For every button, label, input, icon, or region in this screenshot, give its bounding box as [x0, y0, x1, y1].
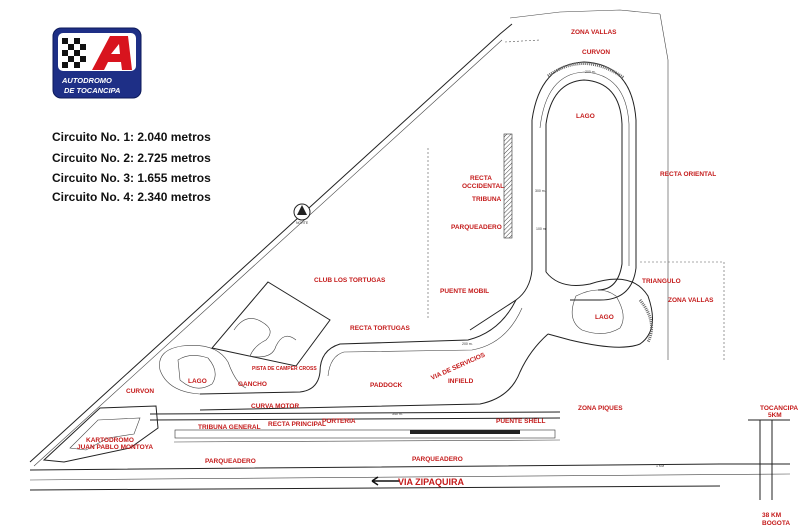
label-recta-tortugas: RECTA TORTUGAS	[350, 325, 410, 332]
logo-line1: AUTODROMO	[61, 76, 112, 85]
label-zona-vallas-right: ZONA VALLAS	[668, 297, 714, 304]
label-puente-shell: PUENTE SHELL	[496, 418, 546, 425]
label-recta-principal: RECTA PRINCIPAL	[268, 421, 326, 428]
circuit-list: Circuito No. 1: 2.040 metros Circuito No…	[52, 130, 211, 204]
west-straight	[469, 120, 547, 331]
main-straight	[149, 411, 561, 443]
marker-340m: 340 m.	[392, 412, 403, 416]
label-recta-oriental: RECTA ORIENTAL	[660, 171, 716, 178]
label-lago-right: LAGO	[595, 314, 614, 321]
circuit-2-name: Circuito No. 2:	[52, 151, 134, 165]
label-recta-occidental-2: OCCIDENTAL	[462, 183, 504, 190]
letter-a-icon	[92, 36, 132, 70]
tribuna-stand	[503, 133, 513, 239]
curvon-wall	[547, 62, 625, 80]
svg-text:Circuito No. 4: 2.340 metros: Circuito No. 4: 2.340 metros	[52, 190, 211, 204]
marker-300m: 300 m.	[535, 189, 546, 193]
circuit-4-length: 2.340 metros	[137, 190, 211, 204]
label-zona-vallas-top: ZONA VALLAS	[571, 29, 617, 36]
label-lago-left: LAGO	[188, 378, 207, 385]
circuit-1-length: 2.040 metros	[137, 130, 211, 144]
label-curvon-top: CURVON	[582, 49, 610, 56]
label-parqueadero-left: PARQUEADERO	[205, 458, 256, 465]
label-tocancipa-2: 5KM	[768, 412, 782, 419]
north-arrow-icon: NORTE	[293, 203, 311, 225]
label-tribuna-general: TRIBUNA GENERAL	[198, 424, 261, 431]
svg-text:NORTE: NORTE	[296, 221, 309, 225]
label-bogota-2: BOGOTA	[762, 520, 790, 527]
label-tribuna: TRIBUNA	[472, 196, 502, 203]
label-lago-top: LAGO	[576, 113, 595, 120]
direction-arrow-icon	[371, 476, 400, 486]
label-pista-cross: PISTA DE CAMPER CROSS	[252, 366, 317, 372]
marker-100m: 100 m.	[536, 227, 547, 231]
marker-1km: 1 KM	[656, 464, 664, 468]
label-zona-piques: ZONA PIQUES	[578, 405, 623, 412]
label-parqueadero-top: PARQUEADERO	[451, 224, 502, 231]
label-parqueadero-mid: PARQUEADERO	[412, 456, 463, 463]
property-boundary	[29, 9, 725, 467]
svg-text:Circuito No. 2: 2.725 metros: Circuito No. 2: 2.725 metros	[52, 151, 211, 165]
camper-cross-track	[211, 281, 331, 367]
svg-text:Circuito No. 3: 1.655 metros: Circuito No. 3: 1.655 metros	[52, 171, 211, 185]
label-infield: INFIELD	[448, 378, 474, 385]
label-club-tortugas: CLUB LOS TORTUGAS	[314, 277, 386, 284]
label-tocancipa-1: TOCANCIPA	[760, 405, 798, 412]
marker-200m: 200 m.	[585, 70, 596, 74]
label-curva-motor: CURVA MOTOR	[251, 403, 299, 410]
label-paddock: PADDOCK	[370, 382, 403, 389]
label-kartodromo-1: KARTODROMO	[86, 437, 134, 444]
circuit-3-name: Circuito No. 3:	[52, 171, 134, 185]
label-gancho: GANCHO	[238, 381, 267, 388]
circuit-4-name: Circuito No. 4:	[52, 190, 134, 204]
via-zipaquira-road	[29, 419, 791, 500]
checkered-flag-icon	[62, 38, 86, 68]
inner-track	[159, 299, 549, 411]
circuit-3-length: 1.655 metros	[137, 171, 211, 185]
label-recta-occidental-1: RECTA	[470, 175, 492, 182]
label-porteria: PORTERIA	[322, 418, 356, 425]
kartodromo-track	[42, 405, 159, 463]
circuit-2-length: 2.725 metros	[137, 151, 211, 165]
label-via-zipaquira: VIA ZIPAQUIRA	[398, 477, 465, 487]
main-oval-track	[531, 61, 637, 301]
label-triangulo: TRIANGULO	[642, 278, 681, 285]
logo-line2: DE TOCANCIPA	[64, 86, 120, 95]
label-puente-mobil: PUENTE MOBIL	[440, 288, 489, 295]
triangulo-loop	[545, 271, 654, 348]
label-kartodromo-2: JUAN PABLO MONTOYA	[77, 444, 153, 451]
autodromo-logo: AUTODROMO DE TOCANCIPA	[52, 27, 142, 99]
svg-text:Circuito No. 1: 2.040 metros: Circuito No. 1: 2.040 metros	[52, 130, 211, 144]
circuit-1-name: Circuito No. 1:	[52, 130, 134, 144]
label-curvon-left: CURVON	[126, 388, 154, 395]
label-bogota-1: 38 KM	[762, 512, 781, 519]
marker-200m-b: 200 m.	[462, 342, 473, 346]
